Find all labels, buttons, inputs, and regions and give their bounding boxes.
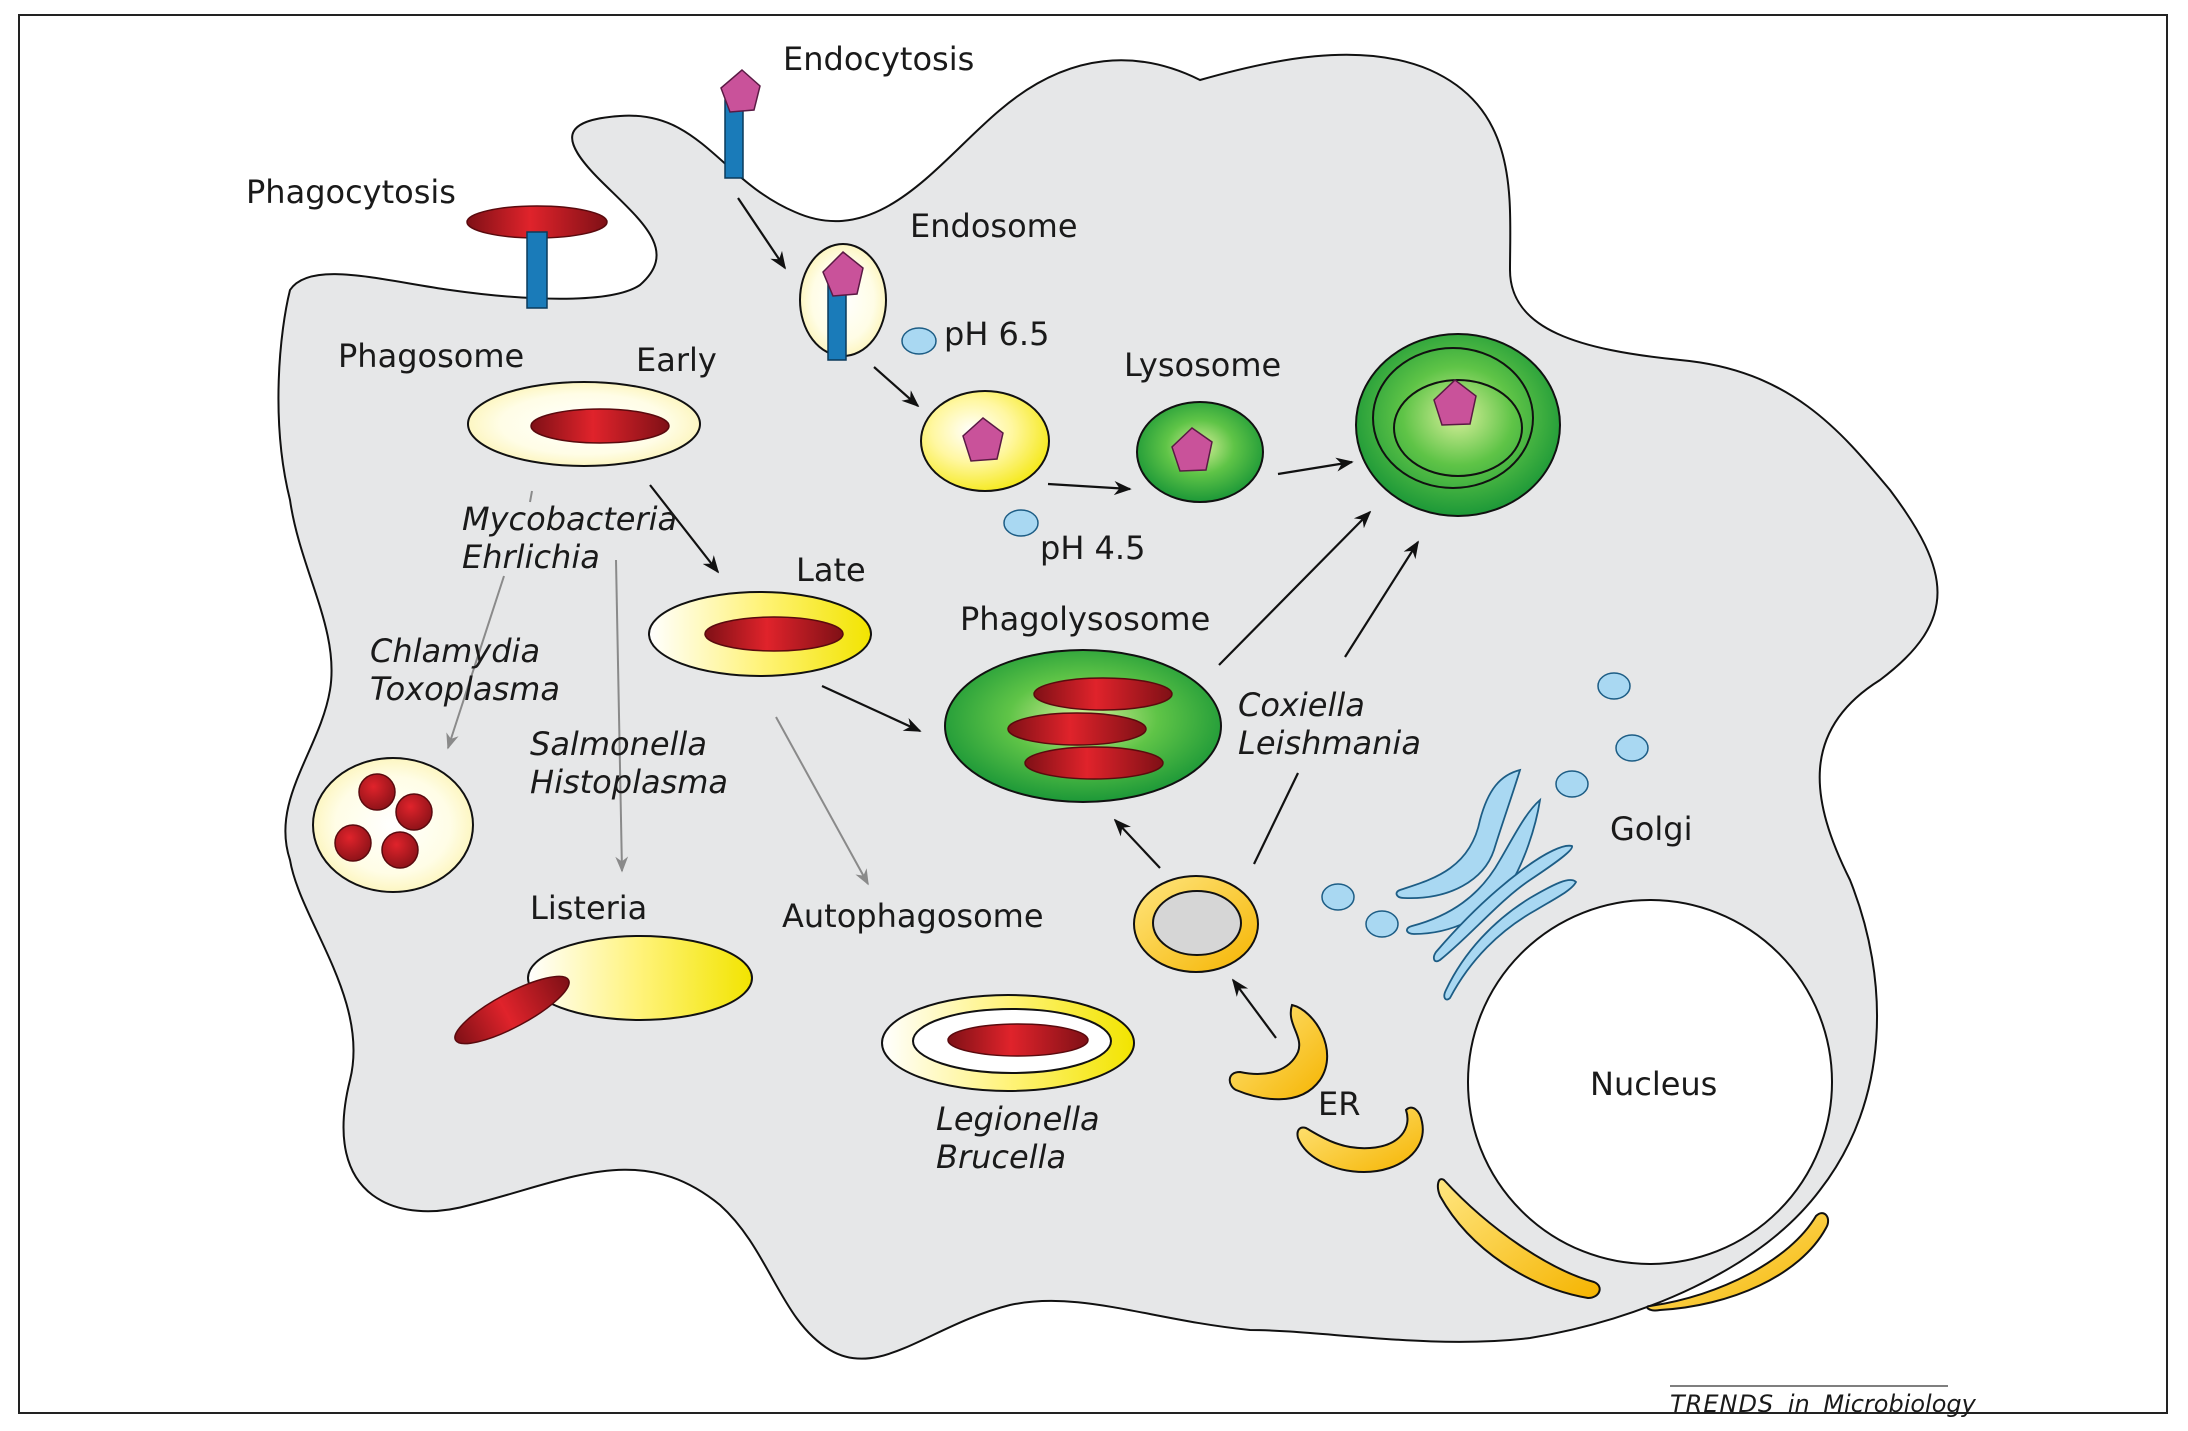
listeria-vacuole bbox=[527, 935, 753, 1021]
phagolysosome-bacterium-3 bbox=[1024, 746, 1164, 780]
arrow-grey-chlamydia bbox=[529, 490, 533, 503]
er-tubule-2 bbox=[1296, 1106, 1424, 1174]
er-cisterna-1 bbox=[1436, 1178, 1601, 1300]
label-salmonella: Salmonella bbox=[530, 725, 707, 763]
phagolysosome-bacterium-2 bbox=[1007, 712, 1147, 746]
label-late: Late bbox=[796, 551, 866, 589]
arrow-er-vacuole-coxiella bbox=[1253, 772, 1299, 865]
label-er: ER bbox=[1318, 1085, 1360, 1123]
label-ph45: pH 4.5 bbox=[1040, 529, 1145, 567]
vesicle-ph45 bbox=[1003, 509, 1039, 537]
label-ph65: pH 6.5 bbox=[944, 315, 1049, 353]
label-phagocytosis: Phagocytosis bbox=[246, 173, 456, 211]
arrow-lysosome-multivesicular bbox=[1277, 457, 1354, 476]
arrow-endosome-late-endosome bbox=[873, 366, 920, 408]
label-nucleus: Nucleus bbox=[1590, 1065, 1717, 1103]
golgi-vesicle-1 bbox=[1597, 672, 1631, 700]
inclusion-body-1 bbox=[358, 773, 396, 811]
label-legionella: Legionella bbox=[936, 1100, 1100, 1138]
credit-line: TRENDS in Microbiology bbox=[1670, 1390, 1977, 1418]
label-leishmania: Leishmania bbox=[1238, 724, 1421, 762]
legionella-bacterium bbox=[947, 1023, 1089, 1057]
arrow-vacuole-phagolysosome bbox=[1113, 818, 1161, 869]
nucleus bbox=[1467, 899, 1833, 1265]
golgi-cisterna-1 bbox=[1395, 768, 1522, 899]
golgi-cisterna-2 bbox=[1406, 797, 1542, 935]
chlamydia-inclusion bbox=[312, 757, 474, 893]
arrow-coxiella-residual bbox=[1344, 540, 1419, 658]
inclusion-body-2 bbox=[395, 793, 433, 831]
residual-lysosome-ligand bbox=[1433, 379, 1477, 426]
label-coxiella: Coxiella bbox=[1238, 686, 1365, 724]
credit-in: in bbox=[1788, 1390, 1810, 1418]
arrow-late-phagolysosome bbox=[821, 685, 922, 732]
residual-lysosome-ring-inner bbox=[1393, 379, 1523, 477]
label-ehrlichia: Ehrlichia bbox=[462, 538, 600, 576]
label-mycobacteria: Mycobacteria bbox=[462, 500, 677, 538]
arrow-phagolysosome-residual bbox=[1218, 510, 1372, 666]
label-phagosome: Phagosome bbox=[338, 337, 524, 375]
endosome-ligand bbox=[822, 250, 864, 297]
golgi-vesicle-2 bbox=[1615, 734, 1649, 762]
credit-field: Microbiology bbox=[1823, 1390, 1976, 1418]
label-early: Early bbox=[636, 341, 717, 379]
vesicle-ph65 bbox=[901, 327, 937, 355]
arrow-grey-to-inclusion bbox=[446, 575, 505, 750]
label-brucella: Brucella bbox=[936, 1138, 1066, 1176]
golgi-vesicle-3 bbox=[1555, 770, 1589, 798]
label-autophagosome: Autophagosome bbox=[782, 897, 1044, 935]
golgi-vesicle-4 bbox=[1321, 883, 1355, 911]
early-phagosome-bacterium bbox=[530, 408, 670, 444]
golgi-cisterna-3 bbox=[1433, 844, 1573, 963]
arrow-er-vacuole bbox=[1231, 978, 1277, 1039]
label-phagolysosome: Phagolysosome bbox=[960, 600, 1210, 638]
credit-journal: TRENDS bbox=[1670, 1390, 1774, 1418]
label-golgi: Golgi bbox=[1610, 810, 1692, 848]
late-phagosome-bacterium bbox=[704, 616, 844, 652]
arrow-late-endosome-lysosome bbox=[1047, 481, 1132, 496]
label-histoplasma: Histoplasma bbox=[530, 763, 728, 801]
late-endosome-ligand bbox=[962, 417, 1004, 462]
label-endocytosis: Endocytosis bbox=[783, 40, 974, 78]
residual-lysosome-ring-outer bbox=[1372, 347, 1534, 489]
arrow-grey-to-listeria bbox=[615, 559, 629, 873]
er-derived-vacuole-core bbox=[1152, 890, 1242, 956]
label-lysosome: Lysosome bbox=[1124, 346, 1281, 384]
label-listeria: Listeria bbox=[530, 889, 647, 927]
er-cisterna-2 bbox=[1646, 1212, 1830, 1312]
arrow-grey-to-autophagosome bbox=[775, 716, 869, 886]
label-toxoplasma: Toxoplasma bbox=[370, 670, 560, 708]
endocytosis-ligand bbox=[720, 69, 761, 113]
golgi-cisterna-4 bbox=[1443, 879, 1578, 1001]
arrow-endocytosis-endosome bbox=[737, 197, 786, 270]
inclusion-body-4 bbox=[381, 831, 419, 869]
golgi-vesicle-5 bbox=[1365, 910, 1399, 938]
inclusion-body-3 bbox=[334, 824, 372, 862]
lysosome-ligand bbox=[1171, 427, 1213, 472]
er-tubule-1 bbox=[1228, 1003, 1329, 1101]
phagocytosis-receptor bbox=[526, 231, 548, 309]
label-chlamydia: Chlamydia bbox=[370, 632, 540, 670]
label-endosome: Endosome bbox=[910, 207, 1078, 245]
listeria-bacterium bbox=[454, 975, 570, 1045]
phagolysosome-bacterium-1 bbox=[1033, 677, 1173, 711]
arrow-early-late bbox=[649, 484, 720, 574]
